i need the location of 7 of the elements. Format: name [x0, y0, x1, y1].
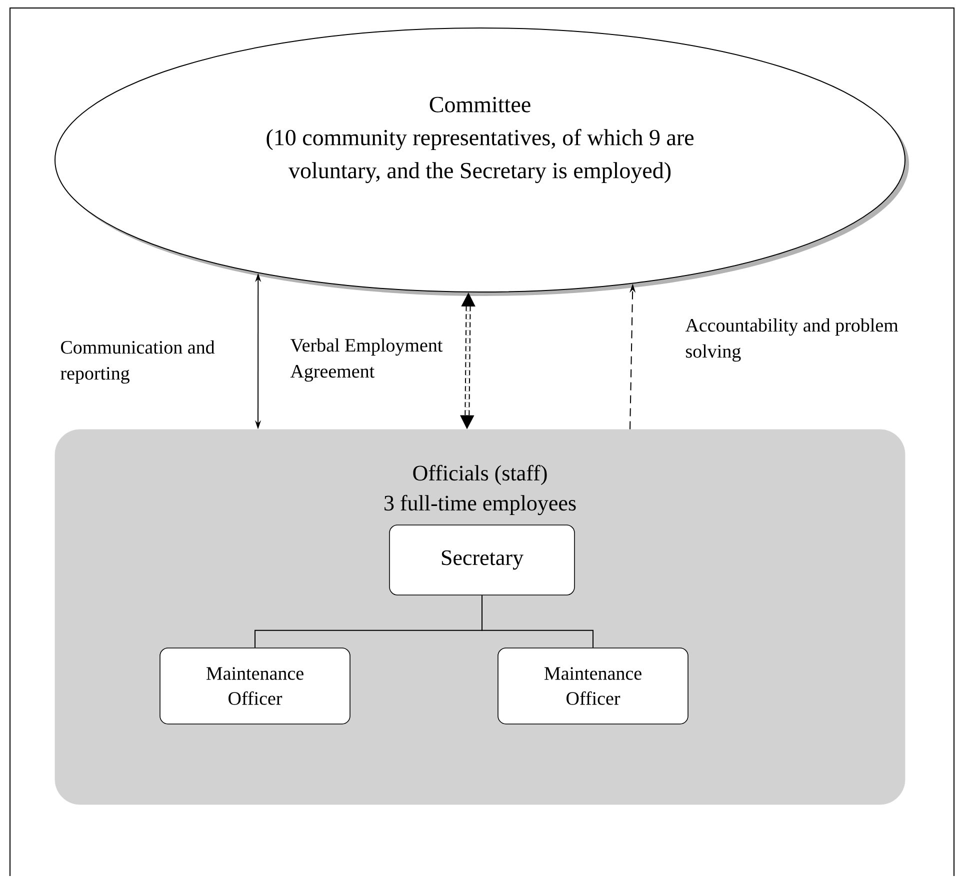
- edge-label: Accountability and problem solving: [685, 318, 898, 362]
- edge-label: Verbal Employment Agreement: [290, 338, 443, 382]
- role-box: Maintenance Officer: [498, 648, 688, 724]
- role-box: Maintenance Officer: [160, 648, 350, 724]
- connector-line: [482, 594, 594, 648]
- role-box: Secretary: [389, 524, 575, 596]
- edge-label: Communication and reporting: [60, 340, 215, 384]
